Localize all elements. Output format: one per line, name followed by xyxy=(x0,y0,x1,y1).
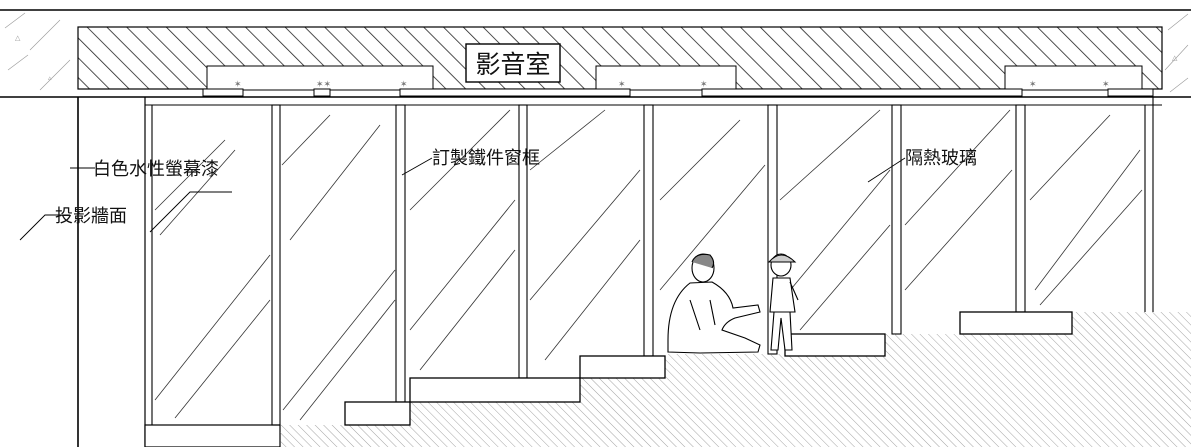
concrete-slab: △ ▵ △ xyxy=(0,9,1191,93)
glass-reflections xyxy=(154,109,1143,421)
room-title: 影音室 xyxy=(475,50,550,79)
ceiling-spotlight-icon: ✶✶✶✶ ✶✶✶ ✶ xyxy=(234,80,1110,90)
adult-figure-icon xyxy=(667,253,761,354)
svg-text:✶✶: ✶✶ xyxy=(316,80,331,90)
label-screen-paint: 白色水性螢幕漆 xyxy=(93,159,219,180)
svg-text:✶: ✶ xyxy=(234,80,242,90)
svg-text:✶: ✶ xyxy=(700,80,708,90)
label-window-frame: 訂製鐵件窗框 xyxy=(432,148,540,169)
stair-steps xyxy=(344,311,1073,426)
svg-text:✶: ✶ xyxy=(1029,80,1037,90)
label-projection-wall: 投影牆面 xyxy=(55,206,127,227)
leader-lines xyxy=(19,157,906,241)
svg-text:▵: ▵ xyxy=(48,74,52,82)
svg-text:✶: ✶ xyxy=(618,80,626,90)
room-title-box: 影音室 xyxy=(465,43,561,83)
label-glass: 隔熱玻璃 xyxy=(905,148,977,169)
svg-text:△: △ xyxy=(15,34,21,42)
ceiling-lights xyxy=(202,88,1154,97)
child-figure-icon xyxy=(767,253,799,351)
svg-text:✶: ✶ xyxy=(1102,80,1110,90)
ceiling-recess-boxes xyxy=(206,65,1143,91)
svg-text:△: △ xyxy=(1172,54,1178,62)
svg-text:✶: ✶ xyxy=(400,80,408,90)
projection-wall xyxy=(77,97,281,447)
window-frame xyxy=(145,97,1162,426)
